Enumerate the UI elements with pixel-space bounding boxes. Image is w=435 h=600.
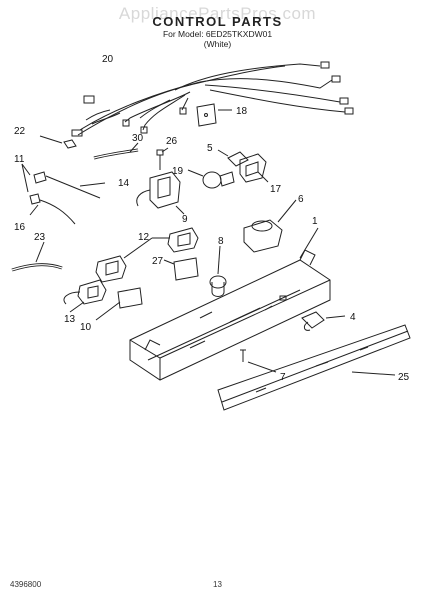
- callout-1: 1: [312, 216, 318, 227]
- model-number: For Model: 6ED25TKXDW01: [162, 29, 273, 39]
- part-5-socket: [217, 149, 249, 167]
- callout-11: 11: [14, 154, 25, 165]
- part-11-connector: [21, 163, 47, 193]
- part-7-screw: [240, 349, 277, 373]
- callout-23: 23: [34, 232, 46, 243]
- part-6-thermostat: [243, 199, 297, 253]
- part-17-bracket: [239, 153, 269, 183]
- callout-12: 12: [138, 232, 150, 243]
- callout-27: 27: [152, 256, 164, 267]
- page-number: 13: [213, 580, 222, 589]
- part-18-plate: [196, 103, 232, 127]
- part-16-sensor: [29, 193, 76, 225]
- callout-8: 8: [218, 236, 224, 247]
- color-variant: (White): [203, 39, 232, 49]
- callout-13: 13: [64, 314, 76, 325]
- callout-7: 7: [280, 372, 286, 383]
- callout-22: 22: [14, 126, 26, 137]
- part-4-clip: [301, 311, 346, 331]
- part-1-control-housing: [129, 227, 331, 381]
- part-25-trim-strip: [217, 324, 411, 411]
- part-14-cable: [45, 175, 106, 199]
- part-13-switch: [63, 279, 107, 313]
- callout-6: 6: [298, 194, 304, 205]
- wire-harness-part: [71, 61, 354, 137]
- callout-30: 30: [132, 133, 144, 144]
- part-12-switch: [95, 227, 199, 283]
- callout-14: 14: [118, 178, 130, 189]
- part-27-label: [173, 257, 199, 281]
- part-9-bracket: [136, 171, 185, 215]
- document-code: 4396800: [10, 580, 42, 589]
- watermark: AppliancePartsPros.com: [118, 4, 317, 23]
- part-19-bulb: [187, 169, 235, 189]
- part-26-screw: [156, 147, 169, 170]
- part-10-label: [117, 287, 143, 309]
- callout-20: 20: [102, 54, 114, 65]
- callout-18: 18: [236, 106, 248, 117]
- callout-19: 19: [172, 166, 184, 177]
- part-22-clip: [63, 139, 77, 149]
- callout-9: 9: [182, 214, 188, 225]
- diagram-title: CONTROL PARTS: [152, 14, 283, 29]
- callout-26: 26: [166, 136, 178, 147]
- callout-10: 10: [80, 322, 92, 333]
- callout-25: 25: [398, 372, 410, 383]
- callout-4: 4: [350, 312, 356, 323]
- part-8-knob: [209, 245, 227, 297]
- callout-5: 5: [207, 143, 213, 154]
- callout-16: 16: [14, 222, 26, 233]
- callout-17: 17: [270, 184, 282, 195]
